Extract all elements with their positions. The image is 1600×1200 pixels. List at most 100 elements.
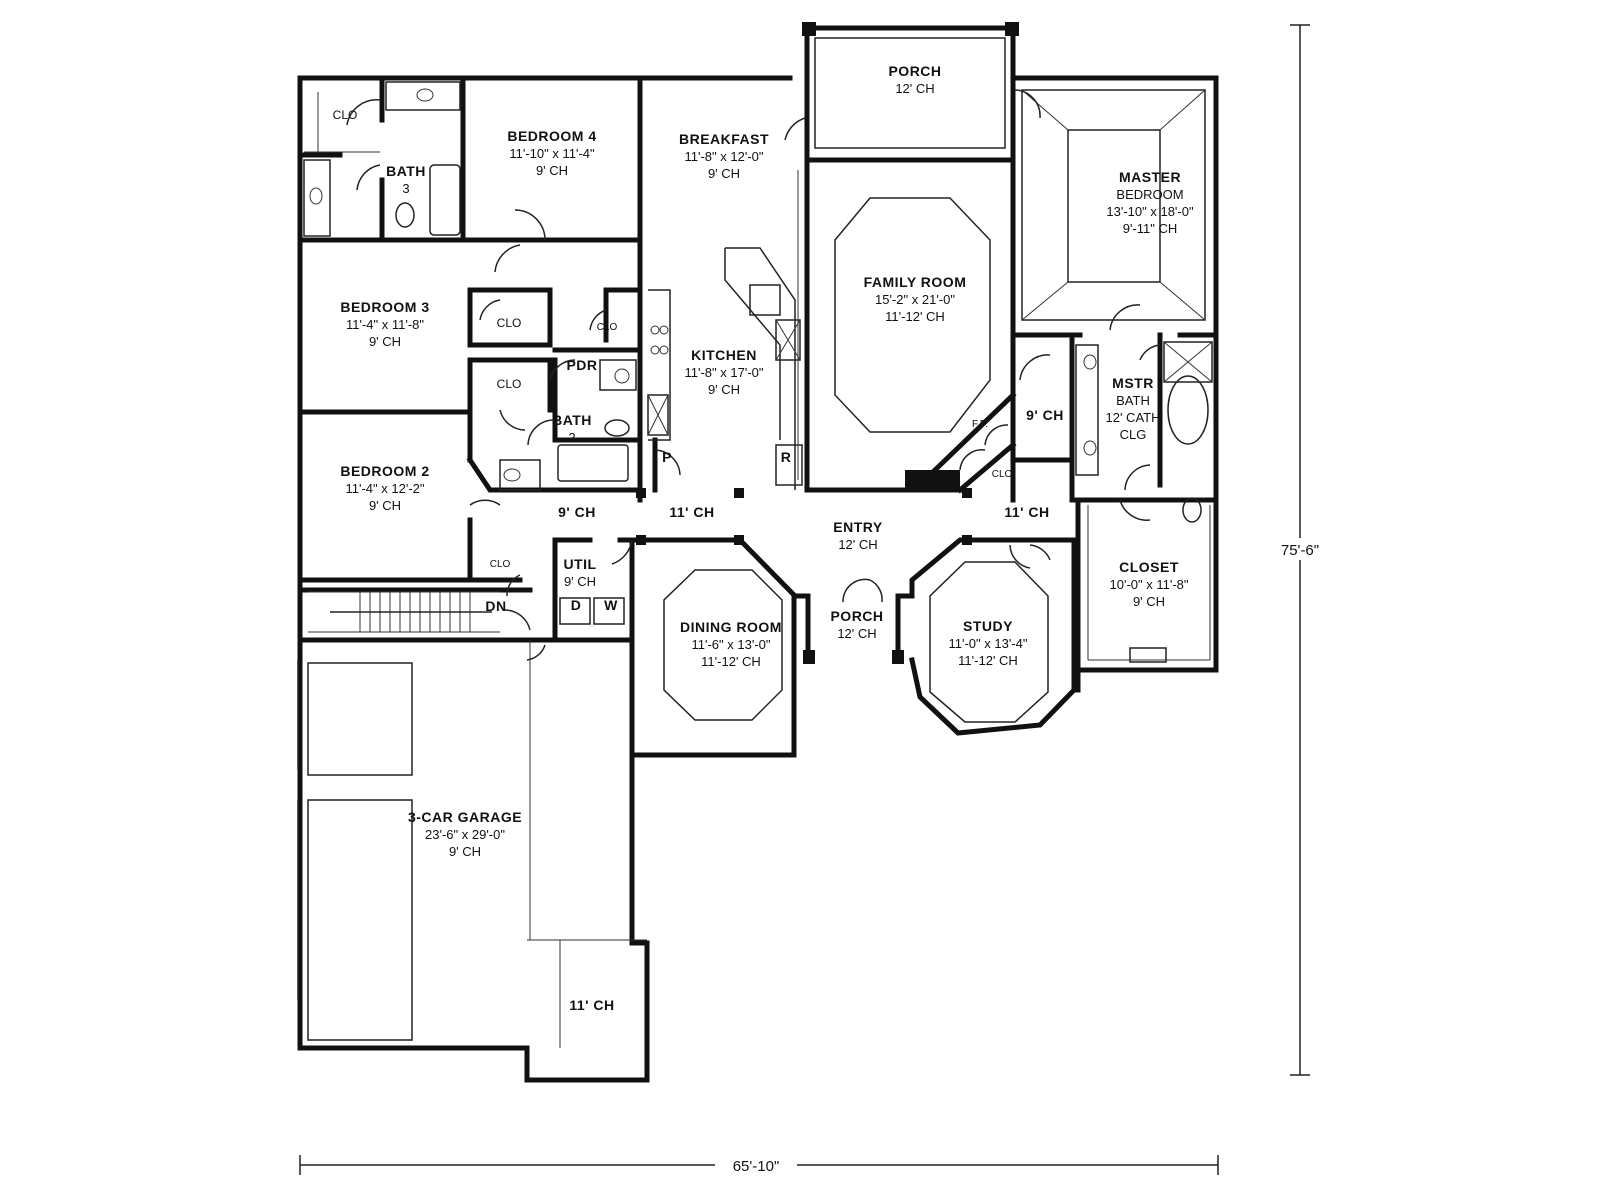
- room-label-hall-center: 11' CH: [669, 504, 714, 520]
- study-line-2: 11'-12' CH: [958, 653, 1018, 668]
- room-label-stair-down: DN: [485, 598, 506, 614]
- closet-line-1: 10'-0" x 11'-8": [1110, 577, 1189, 592]
- clo-bath3-line-0: CLO: [333, 108, 358, 122]
- dining-ceiling-outline: [663, 569, 783, 721]
- room-label-clo-bath3: CLO: [333, 108, 358, 122]
- clo-util-line-0: CLO: [490, 559, 511, 570]
- garage-line-2: 9' CH: [449, 844, 481, 859]
- room-label-mstr-bath: MSTR BATH 12' CATH CLG: [1106, 375, 1161, 442]
- room-label-clo-bath2: CLO: [497, 377, 522, 391]
- garage-line-1: 23'-6" x 29'-0": [425, 827, 505, 842]
- room-label-porch-back: PORCH 12' CH: [888, 63, 941, 96]
- room-label-clo-entry: CLO: [992, 469, 1013, 480]
- bedroom-4-line-2: 9' CH: [536, 163, 568, 178]
- bath-3-line-0: BATH: [386, 163, 426, 179]
- breakfast-line-2: 9' CH: [708, 166, 740, 181]
- room-label-bedroom-2: BEDROOM 211'-4" x 12'-2"9' CH: [340, 463, 429, 513]
- bath-2-line-0: BATH: [552, 412, 592, 428]
- room-label-bedroom-3: BEDROOM 311'-4" x 11'-8"9' CH: [340, 299, 429, 349]
- entry-line-1: 12' CH: [838, 537, 877, 552]
- master-bedroom-line-1: BEDROOM: [1116, 187, 1183, 202]
- mstr-bath-line-0: MSTR: [1112, 375, 1154, 391]
- hall-right-line-0: 9' CH: [1026, 407, 1064, 423]
- hall-study-line-0: 11' CH: [1004, 504, 1049, 520]
- family-room-line-1: 15'-2" x 21'-0": [875, 292, 955, 307]
- master-bedroom-line-0: MASTER: [1119, 169, 1181, 185]
- room-label-clo-util: CLO: [490, 559, 511, 570]
- room-label-dryer: D: [571, 597, 582, 613]
- porch-front-line-1: 12' CH: [837, 626, 876, 641]
- room-label-garage-bay: 11' CH: [569, 997, 614, 1013]
- closet-line-2: 9' CH: [1133, 594, 1165, 609]
- porch-back-line-0: PORCH: [888, 63, 941, 79]
- interior-walls: [297, 75, 1219, 693]
- dryer-line-0: D: [571, 597, 582, 613]
- kitchen-line-2: 9' CH: [708, 382, 740, 397]
- fixtures: [297, 37, 1213, 1048]
- hall-center-line-0: 11' CH: [669, 504, 714, 520]
- bedroom-3-line-0: BEDROOM 3: [340, 299, 429, 315]
- porch-front-line-0: PORCH: [830, 608, 883, 624]
- util-line-0: UTIL: [563, 556, 596, 572]
- room-label-dining-room: DINING ROOM 11'-6" x 13'-0" 11'-12' CH: [680, 619, 782, 669]
- kitchen-line-0: KITCHEN: [691, 347, 757, 363]
- dimension-lines: [299, 24, 1328, 1175]
- room-label-fireplace: F.P.: [972, 419, 988, 430]
- breakfast-line-1: 11'-8" x 12'-0": [685, 149, 764, 164]
- util-line-1: 9' CH: [564, 574, 596, 589]
- washer-line-0: W: [604, 597, 618, 613]
- room-label-bedroom-4: BEDROOM 4 11'-10" x 11'-4" 9' CH: [507, 128, 596, 178]
- bedroom-3-line-1: 11'-4" x 11'-8": [346, 317, 424, 332]
- overall-depth-label: 75'-6": [1281, 542, 1319, 559]
- study-ceiling-outline: [929, 561, 1049, 723]
- clo-entry-line-0: CLO: [992, 469, 1013, 480]
- room-label-kitchen: KITCHEN 11'-8" x 17'-0" 9' CH: [685, 347, 764, 397]
- room-label-refrigerator: R: [781, 449, 792, 465]
- room-label-washer: W: [604, 597, 618, 613]
- bedroom-4-line-1: 11'-10" x 11'-4": [509, 146, 595, 161]
- dining-room-line-0: DINING ROOM: [680, 619, 782, 635]
- pantry-line-0: P: [662, 449, 672, 465]
- room-labels: PORCH 12' CH CLO BATH 3 BEDROOM 4 11'-10" x 11…: [333, 63, 1194, 1013]
- entry-line-0: ENTRY: [833, 519, 883, 535]
- garage-bay-line-0: 11' CH: [569, 997, 614, 1013]
- clo-bed3-line-0: CLO: [497, 316, 522, 330]
- breakfast-line-0: BREAKFAST: [679, 131, 769, 147]
- study-line-1: 11'-0" x 13'-4": [949, 636, 1028, 651]
- room-label-clo-pdr: CLO: [597, 322, 618, 333]
- kitchen-line-1: 11'-8" x 17'-0": [685, 365, 764, 380]
- room-label-hall-right: 9' CH: [1026, 407, 1064, 423]
- room-label-entry: ENTRY 12' CH: [833, 519, 883, 552]
- room-label-master-bedroom: MASTER BEDROOM 13'-10" x 18'-0" 9'-11" CH: [1106, 169, 1194, 236]
- fireplace-line-0: F.P.: [972, 419, 988, 430]
- room-label-hall-left: 9' CH: [558, 504, 595, 520]
- mstr-bath-line-2: 12' CATH: [1106, 410, 1161, 425]
- master-bedroom-line-3: 9'-11" CH: [1123, 221, 1178, 236]
- dining-room-line-1: 11'-6" x 13'-0": [692, 637, 771, 652]
- bedroom-2-line-1: 11'-4" x 12'-2": [346, 481, 425, 496]
- room-label-hall-study: 11' CH: [1004, 504, 1049, 520]
- room-label-pantry: P: [662, 449, 672, 465]
- pdr-line-0: PDR: [566, 357, 597, 373]
- stair-down-line-0: DN: [485, 598, 506, 614]
- dining-room-line-2: 11'-12' CH: [701, 654, 761, 669]
- room-label-clo-bed3: CLO: [497, 316, 522, 330]
- study-line-0: STUDY: [963, 618, 1013, 634]
- bath-3-line-1: 3: [402, 181, 409, 196]
- garage-line-0: 3-CAR GARAGE: [408, 809, 522, 825]
- family-room-ceiling-outline: [834, 197, 991, 433]
- room-label-pdr: PDR: [566, 357, 597, 373]
- room-label-util: UTIL 9' CH: [563, 556, 596, 589]
- mstr-bath-line-3: CLG: [1120, 427, 1147, 442]
- mstr-bath-line-1: BATH: [1116, 393, 1150, 408]
- bedroom-4-line-0: BEDROOM 4: [507, 128, 596, 144]
- refrigerator-line-0: R: [781, 449, 792, 465]
- room-label-garage: 3-CAR GARAGE 23'-6" x 29'-0" 9' CH: [408, 809, 522, 859]
- room-label-study: STUDY 11'-0" x 13'-4" 11'-12' CH: [949, 618, 1028, 668]
- master-bedroom-line-2: 13'-10" x 18'-0": [1106, 204, 1194, 219]
- porch-back-line-1: 12' CH: [895, 81, 934, 96]
